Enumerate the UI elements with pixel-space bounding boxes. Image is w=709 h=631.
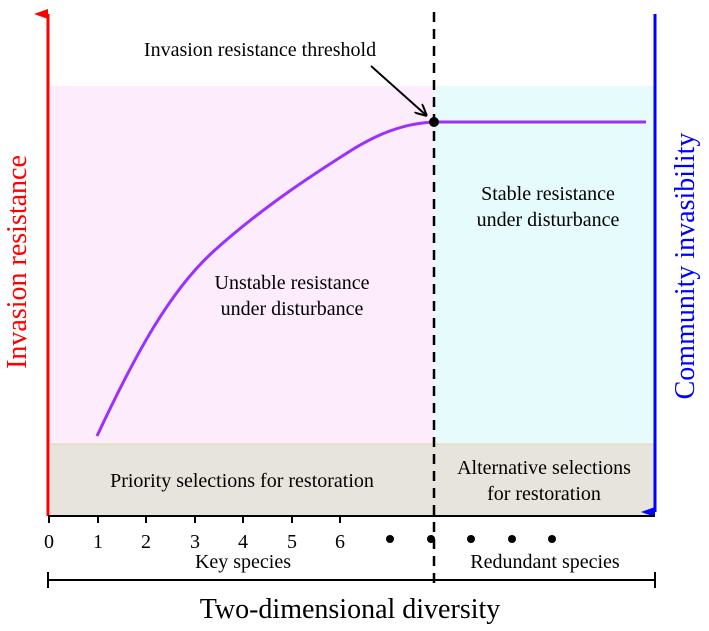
continuation-dots xyxy=(386,535,556,543)
x-tick-0: 0 xyxy=(44,531,54,553)
priority-label: Priority selections for restoration xyxy=(110,470,374,492)
unstable-label-line2: under disturbance xyxy=(221,298,364,320)
x-axis-ticks xyxy=(48,516,341,523)
left-axis-label: Invasion resistance xyxy=(2,155,33,369)
restoration-band xyxy=(50,444,654,516)
threshold-point xyxy=(429,117,439,127)
alternative-label-line1: Alternative selections xyxy=(457,457,631,479)
x-axis-title: Two-dimensional diversity xyxy=(200,594,501,625)
stable-region xyxy=(434,86,654,444)
threshold-pointer-arrow xyxy=(370,65,427,116)
alternative-label-line2: for restoration xyxy=(487,483,601,505)
x-tick-labels: 0 1 2 3 4 5 6 xyxy=(44,531,345,553)
redundant-species-label: Redundant species xyxy=(470,551,620,573)
stable-label-line1: Stable resistance xyxy=(481,183,615,205)
stable-label-line2: under disturbance xyxy=(477,209,620,231)
group-bracket xyxy=(47,572,656,588)
x-tick-3: 3 xyxy=(190,531,200,553)
unstable-label-line1: Unstable resistance xyxy=(215,272,370,294)
x-tick-2: 2 xyxy=(141,531,151,553)
unstable-region xyxy=(50,86,434,444)
x-tick-1: 1 xyxy=(93,531,103,553)
key-species-label: Key species xyxy=(195,551,291,573)
threshold-label: Invasion resistance threshold xyxy=(144,39,376,61)
x-tick-5: 5 xyxy=(287,531,297,553)
resistance-curve xyxy=(95,120,646,437)
right-axis-label: Community invasibility xyxy=(670,133,701,400)
x-tick-6: 6 xyxy=(335,531,345,553)
x-tick-4: 4 xyxy=(238,531,248,553)
